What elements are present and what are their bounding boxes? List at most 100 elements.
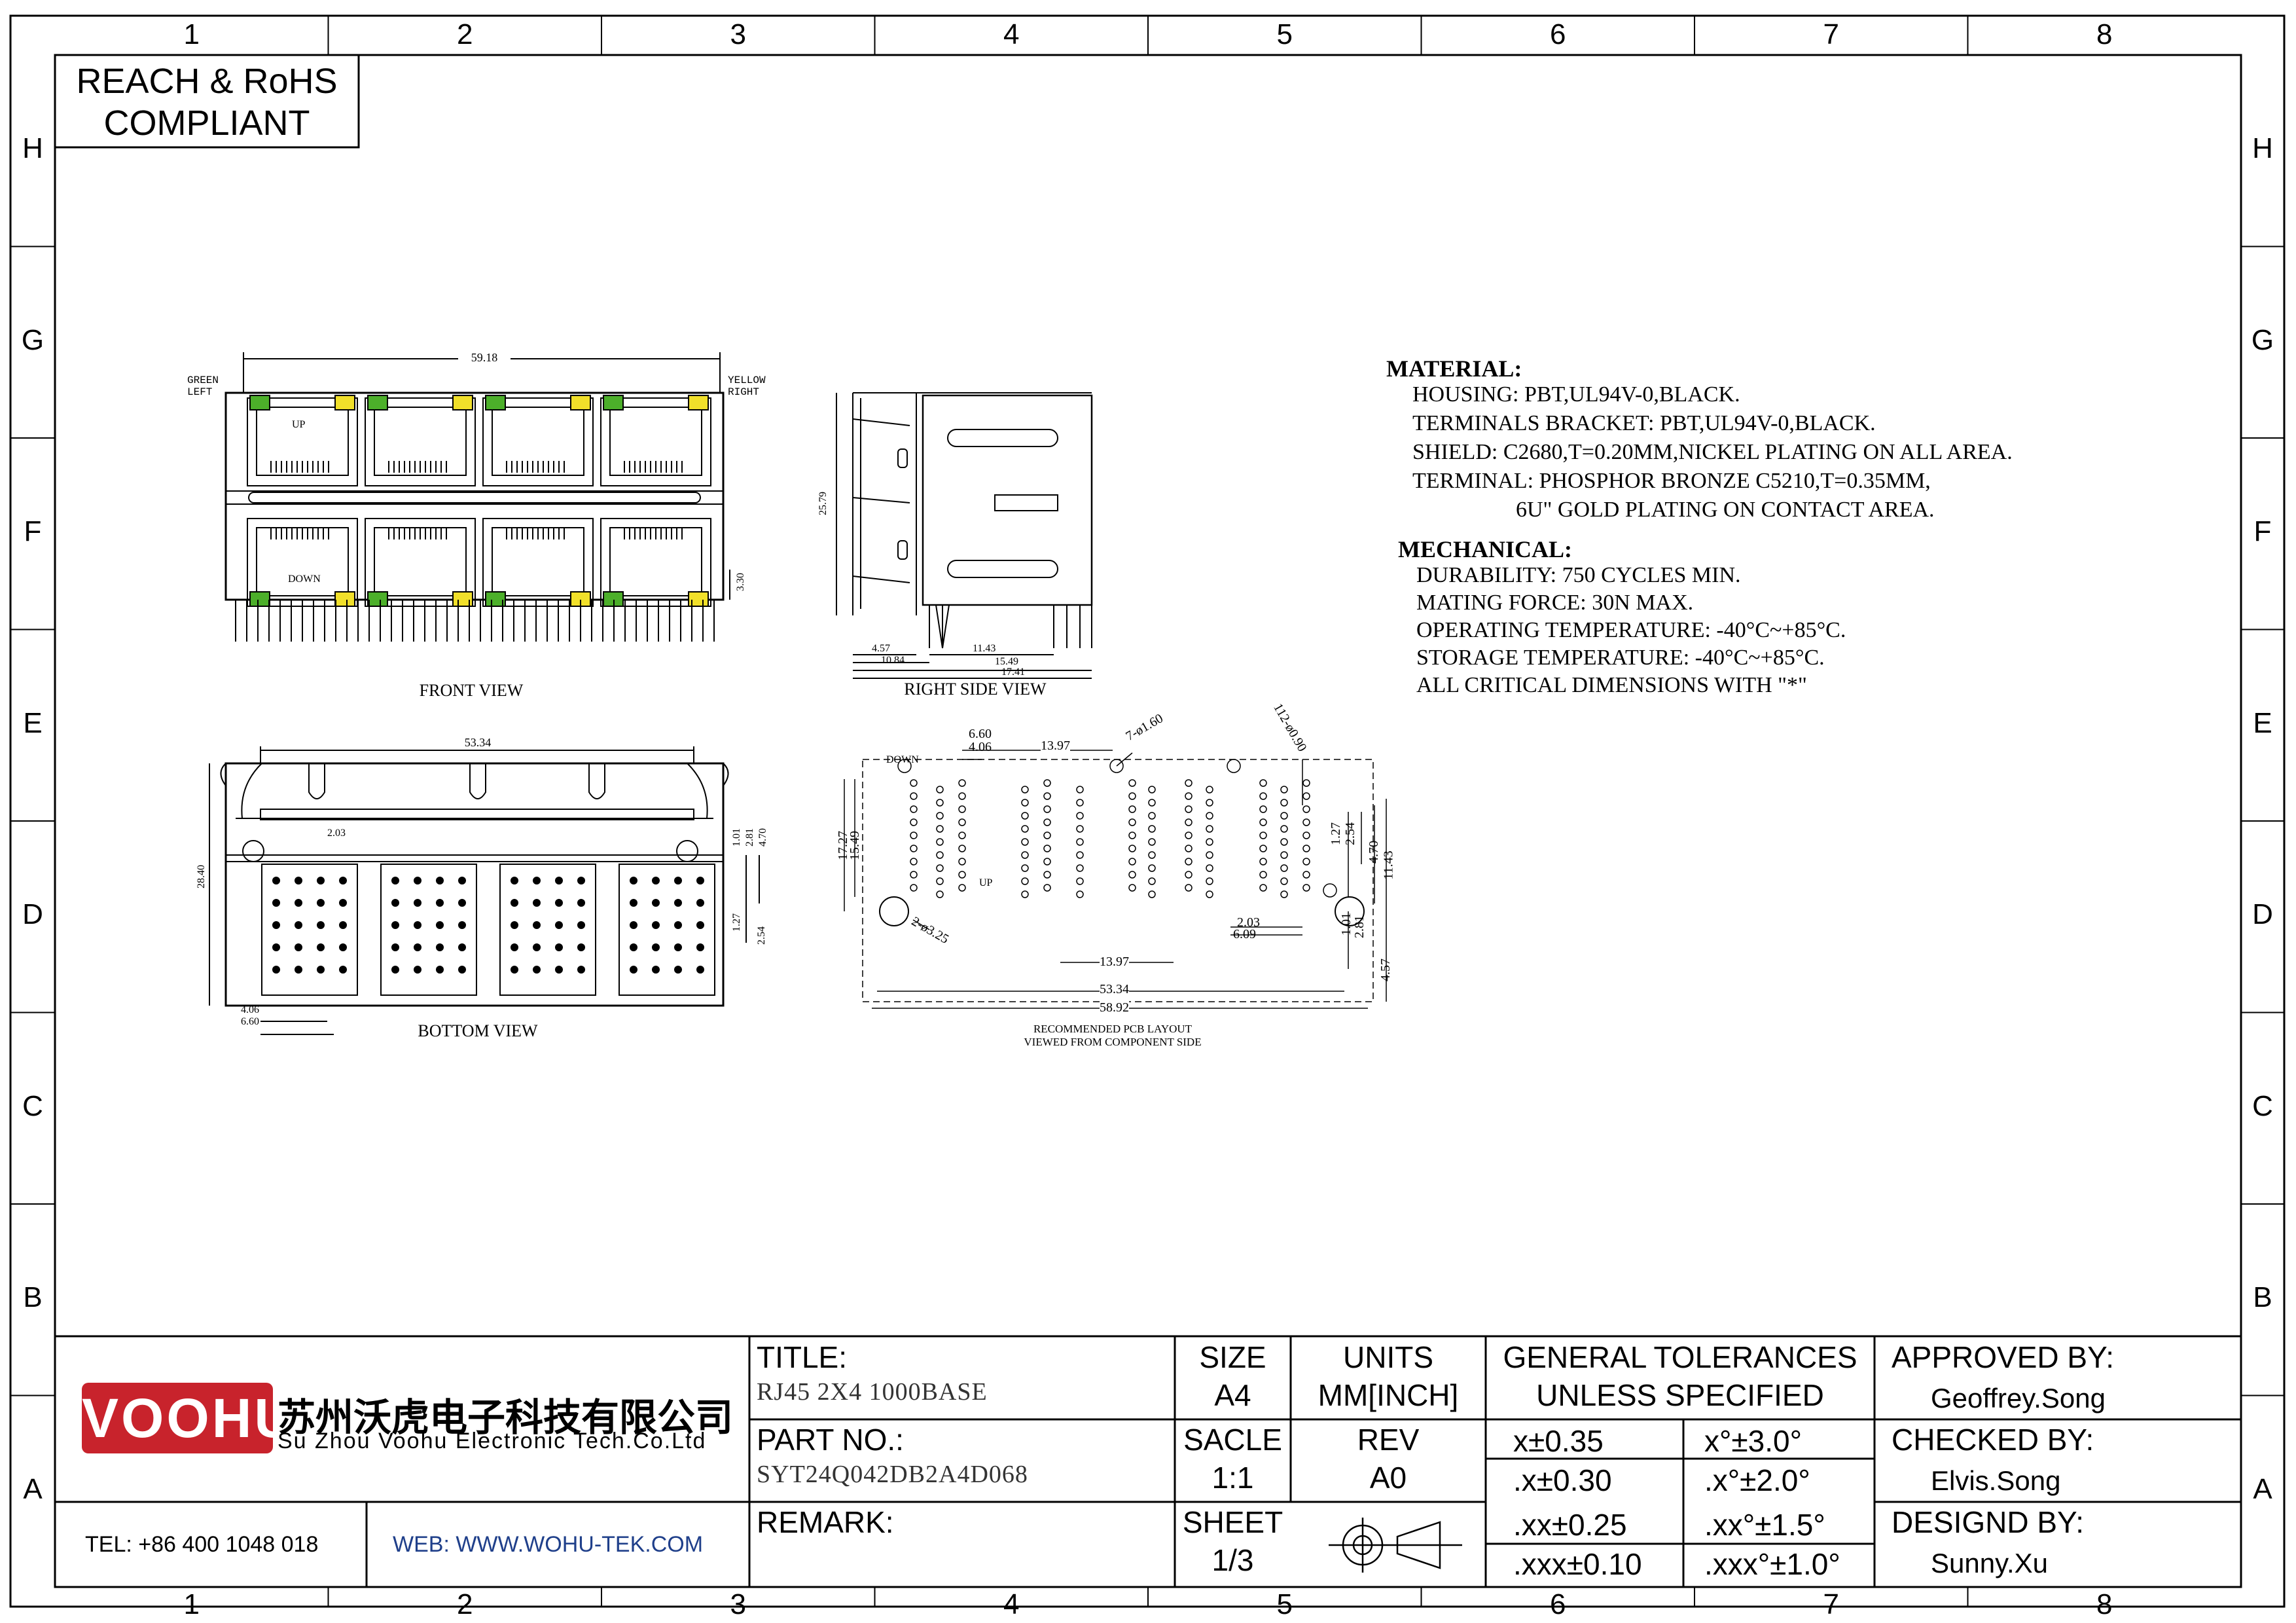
company-name-cn: 苏州沃虎电子科技有限公司 [278,1396,734,1439]
green-led-icon [367,395,388,410]
tolerances-title-line2: UNLESS SPECIFIED [1536,1378,1824,1412]
bottom-view-4-06-dim: 4.06 [241,1004,259,1015]
green-led-icon [485,591,506,607]
pin-dot [674,921,682,929]
pin-dot [555,966,563,974]
pcb-hole [936,851,944,859]
zone-label: D [2252,898,2273,931]
pin-dot [414,899,422,907]
rj45-port [365,397,476,486]
pin-dot [317,943,325,951]
pcb-hole [1302,858,1310,866]
pcb-hole [1206,851,1213,859]
pin-dot [339,899,347,907]
pin-dot [674,943,682,951]
pcb-hole [1185,792,1193,800]
pin-dot [511,966,518,974]
sheet-label: SHEET [1182,1505,1283,1539]
green-led-icon [249,395,270,410]
compliance-line2: COMPLIANT [103,103,310,143]
rj45-jack-opening [492,407,584,476]
green-led-icon [603,395,624,410]
zone-label: E [23,706,43,739]
tolerance-linear: .xxx±0.10 [1513,1547,1642,1581]
pcb-hole [1043,831,1051,839]
zone-label: C [22,1089,43,1122]
front-view-green-label: GREEN LEFT [187,374,219,398]
pin-dot [295,943,302,951]
pcb-hole [910,805,918,813]
pcb-hole [910,884,918,892]
pin-dot [436,921,444,929]
green-led-icon [485,395,506,410]
zone-label: 8 [2096,1588,2113,1620]
zone-label: 6 [1550,18,1566,50]
tolerance-angular: .x°±2.0° [1704,1463,1810,1497]
zone-label: F [2253,515,2272,548]
pcb-6-09-dim: 6.09 [1233,927,1256,941]
front-view-down-label: DOWN [288,574,321,585]
pcb-hole [910,818,918,826]
pcb-hole [1021,838,1029,846]
pcb-hole [1206,864,1213,872]
remark-label: REMARK: [757,1505,894,1539]
approved-by-value: Geoffrey.Song [1931,1383,2106,1413]
pin-dot [458,921,466,929]
rj45-port [600,518,711,607]
pin-dot [317,966,325,974]
zone-label: 6 [1550,1588,1566,1620]
pcb-hole [910,792,918,800]
pin-dot [577,877,585,884]
pin-dot [295,966,302,974]
pin-dot [317,877,325,884]
tolerance-linear: .x±0.30 [1513,1463,1612,1497]
pcb-hole [910,779,918,787]
pcb-hole [1302,871,1310,879]
pcb-53-34-dim: 53.34 [1100,982,1129,997]
pcb-hole [1206,877,1213,885]
pcb-hole [1206,890,1213,898]
zone-label: 4 [1003,1588,1020,1620]
pin-dot [696,877,704,884]
pin-block [499,864,596,996]
pin-block [261,864,358,996]
pin-dot [533,943,541,951]
pcb-4-06-dim: 4.06 [969,740,992,754]
right-view-15-49-dim: 15.49 [995,656,1018,667]
zone-label: A [23,1472,43,1505]
pin-dot [458,943,466,951]
pcb-hole [1043,779,1051,787]
zone-label: 3 [730,1588,746,1620]
pcb-hole [1185,858,1193,866]
checked-by-label: CHECKED BY: [1892,1423,2094,1457]
pcb-hole [1185,871,1193,879]
pcb-hole [936,877,944,885]
pcb-hole [1206,812,1213,820]
pin-dot [555,899,563,907]
pin-dot [414,877,422,884]
pin-dot [696,943,704,951]
pcb-hole [1302,805,1310,813]
telephone: TEL: +86 400 1048 018 [85,1532,319,1557]
yellow-led-icon [452,395,473,410]
zone-label: 8 [2096,18,2113,50]
pcb-hole [958,818,966,826]
part-no-value: SYT24Q042DB2A4D068 [757,1461,1028,1488]
units-label: UNITS [1343,1340,1433,1374]
pin-dot [696,966,704,974]
material-line: TERMINAL: PHOSPHOR BRONZE C5210,T=0.35MM… [1412,469,1931,493]
pin-dot [339,877,347,884]
pcb-hole [1128,871,1136,879]
pcb-hole [1259,845,1267,852]
pcb-2-54-dim: 2.54 [1343,822,1357,845]
pin-dot [674,966,682,974]
pcb-hole [958,871,966,879]
pin-dot [414,943,422,951]
mechanical-line: DURABILITY: 750 CYCLES MIN. [1416,563,1741,587]
pcb-hole [958,884,966,892]
pcb-hole [1148,799,1156,807]
website-link[interactable]: WEB: WWW.WOHU-TEK.COM [393,1532,704,1557]
pcb-hole [1302,831,1310,839]
